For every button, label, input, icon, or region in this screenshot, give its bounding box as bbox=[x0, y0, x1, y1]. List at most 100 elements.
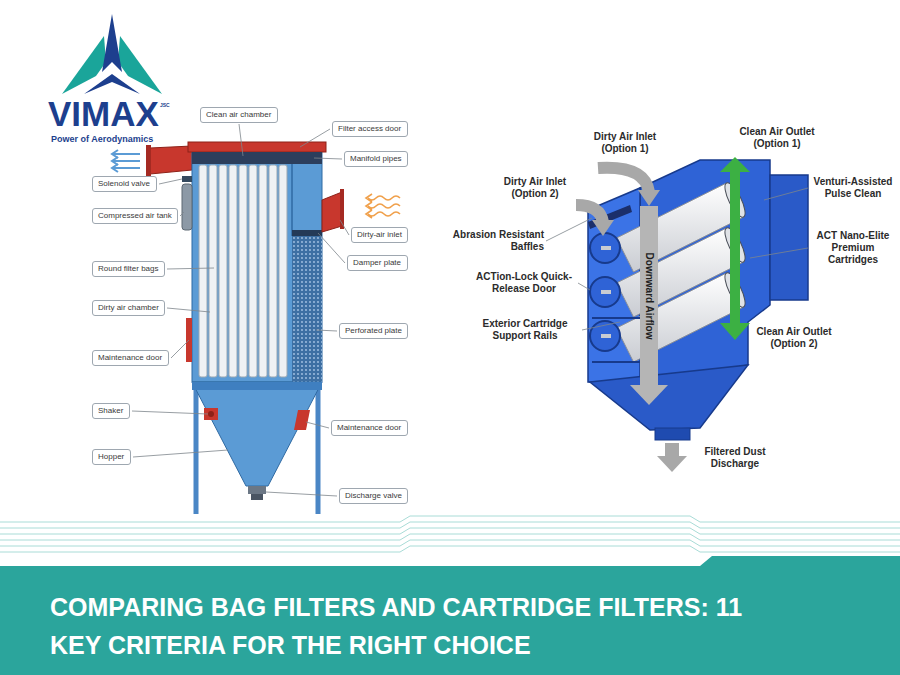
filter-bag bbox=[249, 165, 257, 377]
filter-bag bbox=[239, 165, 247, 377]
leader-line bbox=[316, 330, 337, 331]
part-label: Dirty Air Inlet (Option 1) bbox=[590, 131, 660, 155]
callout-text: Clean air chamber bbox=[206, 110, 271, 120]
callout-box: Dirty-air inlet bbox=[351, 227, 408, 243]
inlet-arrow bbox=[598, 168, 649, 192]
hopper bbox=[192, 382, 322, 486]
part-label: Clean Air Outlet (Option 1) bbox=[735, 126, 819, 150]
decor-line bbox=[0, 546, 900, 552]
leader-line bbox=[266, 492, 337, 496]
solenoid-valve bbox=[182, 176, 192, 182]
callout-box: Discharge valve bbox=[339, 488, 408, 504]
leader-line bbox=[582, 322, 620, 330]
leader-line bbox=[578, 283, 590, 290]
title-banner bbox=[0, 556, 900, 675]
access-door bbox=[590, 233, 620, 263]
callout-box: Solenoid valve bbox=[92, 176, 157, 192]
callout-text: Compressed air tank bbox=[98, 211, 172, 221]
leader-line bbox=[167, 268, 214, 269]
decor-line bbox=[0, 522, 900, 528]
callout-box: Round filter bags bbox=[92, 261, 165, 277]
flow-label: Downward Airflow bbox=[643, 253, 655, 340]
arrow-head bbox=[638, 190, 660, 206]
leader-line bbox=[340, 220, 349, 235]
leader-line bbox=[159, 179, 182, 184]
callout-text: Filter access door bbox=[338, 124, 401, 134]
clean-air-arrow bbox=[112, 164, 140, 172]
cartridge-collector bbox=[576, 157, 808, 472]
leader-line bbox=[133, 450, 228, 457]
leader-line bbox=[764, 188, 808, 200]
decor-line bbox=[0, 528, 900, 534]
arrow-head bbox=[657, 456, 687, 472]
callout-text: Discharge valve bbox=[345, 491, 402, 501]
shaker-motor bbox=[208, 411, 214, 417]
clean-air-arrow bbox=[730, 170, 740, 325]
leader-line bbox=[318, 233, 345, 263]
dirty-air-arrow bbox=[366, 202, 400, 210]
leader-line bbox=[167, 308, 210, 312]
dust-spout bbox=[655, 428, 690, 440]
callout-box: Maintenance door bbox=[92, 350, 169, 366]
access-door bbox=[590, 277, 620, 307]
part-label: Venturi-Assisted Pulse Clean bbox=[810, 176, 896, 200]
airflow-arrow bbox=[640, 206, 658, 385]
clean-air-plenum bbox=[770, 175, 808, 300]
support-leg bbox=[194, 382, 199, 514]
decor-line bbox=[0, 540, 900, 546]
logo-wordmark: VIMAX bbox=[48, 96, 159, 131]
callout-box: Shaker bbox=[92, 403, 130, 419]
clean-air-arrow bbox=[112, 157, 140, 165]
logo-tagline: Power of Aerodynamics bbox=[51, 134, 153, 145]
callout-box: Filter access door bbox=[332, 121, 408, 137]
hopper bbox=[590, 365, 748, 430]
hopper-band bbox=[192, 382, 322, 390]
discharge-valve bbox=[248, 486, 266, 494]
support-rail bbox=[592, 361, 640, 363]
decor-line bbox=[0, 534, 900, 540]
leader-line bbox=[132, 411, 208, 414]
outlet-pipe bbox=[150, 146, 192, 174]
leader-line bbox=[314, 158, 342, 159]
arrow-head bbox=[630, 385, 668, 405]
callout-text: Damper plate bbox=[353, 258, 401, 268]
callout-text: Hopper bbox=[98, 452, 124, 462]
discharge-arrow bbox=[665, 443, 679, 456]
banner-title: COMPARING BAG FILTERS AND CARTRIDGE FILT… bbox=[50, 588, 795, 664]
callout-text: Manifold pipes bbox=[350, 154, 402, 164]
door-handle bbox=[601, 334, 611, 338]
leader-line bbox=[546, 218, 592, 241]
perforated-plate bbox=[292, 236, 322, 382]
dirty-air-arrow bbox=[366, 194, 400, 202]
filter-bag bbox=[269, 165, 277, 377]
support-leg bbox=[316, 382, 321, 514]
arrow-head bbox=[720, 157, 750, 172]
callout-text: Solenoid valve bbox=[98, 179, 150, 189]
part-label: Abrasion Resistant Baffles bbox=[448, 229, 544, 253]
clean-air-arrow bbox=[112, 150, 140, 158]
partition bbox=[291, 164, 293, 236]
door-handle bbox=[601, 290, 611, 294]
part-label: Dirty Air Inlet (Option 2) bbox=[500, 176, 570, 200]
outlet-flange bbox=[146, 145, 151, 177]
part-label: Exterior Cartridge Support Rails bbox=[470, 318, 580, 342]
part-label: ACTion-Lock Quick-Release Door bbox=[472, 271, 576, 295]
dirty-air-arrow bbox=[366, 210, 400, 218]
callout-text: Dirty air chamber bbox=[98, 303, 159, 313]
callout-box: Dirty air chamber bbox=[92, 300, 165, 316]
filter-bag bbox=[199, 165, 207, 377]
part-label: Filtered Dust Discharge bbox=[695, 446, 775, 470]
callout-box: Maintenance door bbox=[331, 420, 408, 436]
maintenance-door bbox=[294, 410, 310, 430]
callout-text: Maintenance door bbox=[98, 353, 162, 363]
inlet-pipe bbox=[322, 192, 342, 232]
arrow-head bbox=[720, 323, 750, 340]
filter-bag bbox=[259, 165, 267, 377]
air-tank bbox=[182, 184, 192, 230]
callout-box: Compressed air tank bbox=[92, 208, 178, 224]
callout-text: Perforated plate bbox=[345, 326, 402, 336]
leader-line bbox=[180, 212, 184, 216]
logo-suffix: JSC bbox=[160, 103, 170, 108]
callout-text: Round filter bags bbox=[98, 264, 158, 274]
